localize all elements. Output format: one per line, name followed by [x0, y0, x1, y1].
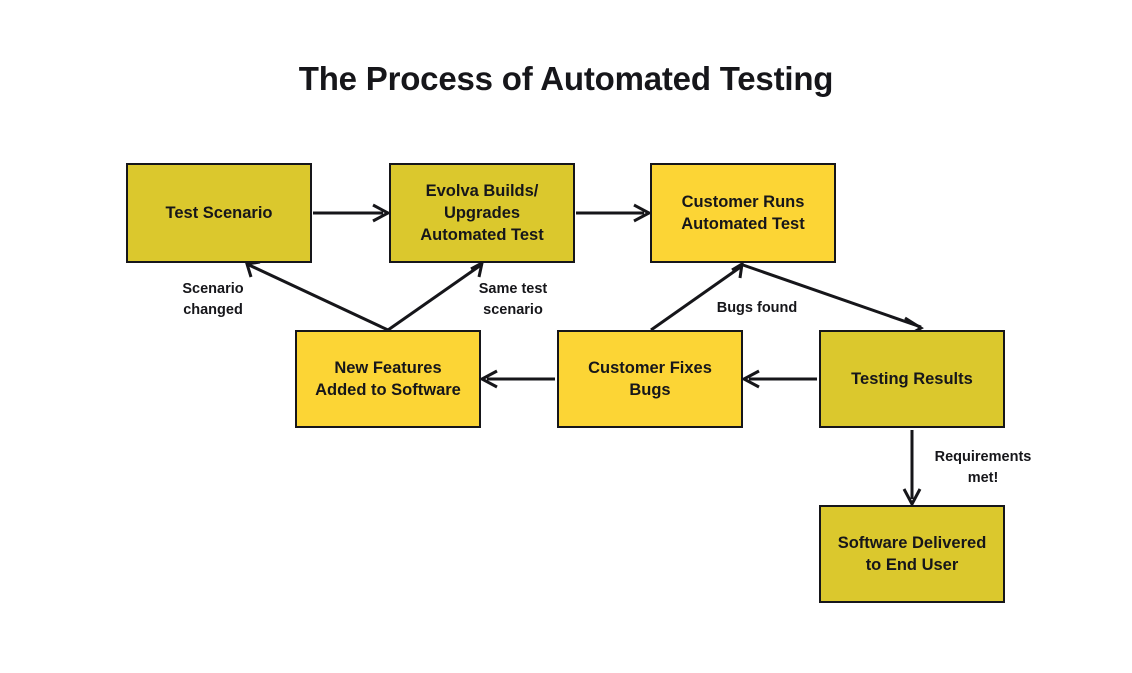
edge-customer-fixes-to-new-features	[478, 369, 555, 389]
edge-customer-fixes-to-customer-runs	[650, 261, 744, 332]
edge-testing-results-to-customer-fixes	[740, 369, 817, 389]
edge-evolva-to-customer-runs	[576, 203, 653, 223]
edge-test-scenario-to-evolva	[313, 203, 392, 223]
node-label: Test Scenario	[165, 203, 273, 222]
node-test-scenario[interactable]: Test Scenario	[126, 163, 312, 263]
edge-label-bugs-found: Bugs found	[716, 300, 798, 316]
node-testing-results[interactable]: Testing Results	[819, 330, 1005, 428]
node-label: Testing Results	[851, 369, 973, 388]
page-title: The Process of Automated Testing	[298, 60, 834, 97]
